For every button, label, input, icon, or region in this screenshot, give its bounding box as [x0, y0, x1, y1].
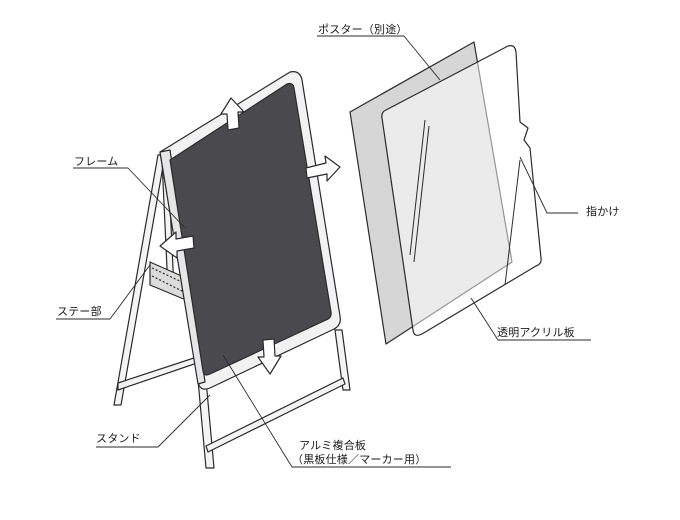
label-stay: ステー部 [57, 305, 102, 318]
leader-lines [56, 35, 591, 468]
label-frame: フレーム [74, 155, 119, 168]
label-board-line1: アルミ複合板 [299, 439, 367, 452]
label-board-line2: （黒板仕様／マーカー用） [292, 453, 427, 466]
label-finger-grip: 指かけ [586, 205, 620, 218]
arrow-up-icon [220, 97, 245, 131]
arrow-right-icon [305, 155, 341, 182]
label-stand: スタンド [96, 432, 141, 445]
label-acrylic: 透明アクリル板 [497, 326, 575, 339]
label-poster: ポスター（別途） [318, 23, 408, 36]
aluminum-composite-board [169, 82, 332, 376]
clear-acrylic-sheet [381, 45, 542, 336]
arrow-down-icon [257, 338, 282, 375]
stay-brace [149, 261, 187, 301]
arrow-left-icon [159, 231, 195, 259]
stand-back-legs [113, 154, 201, 406]
